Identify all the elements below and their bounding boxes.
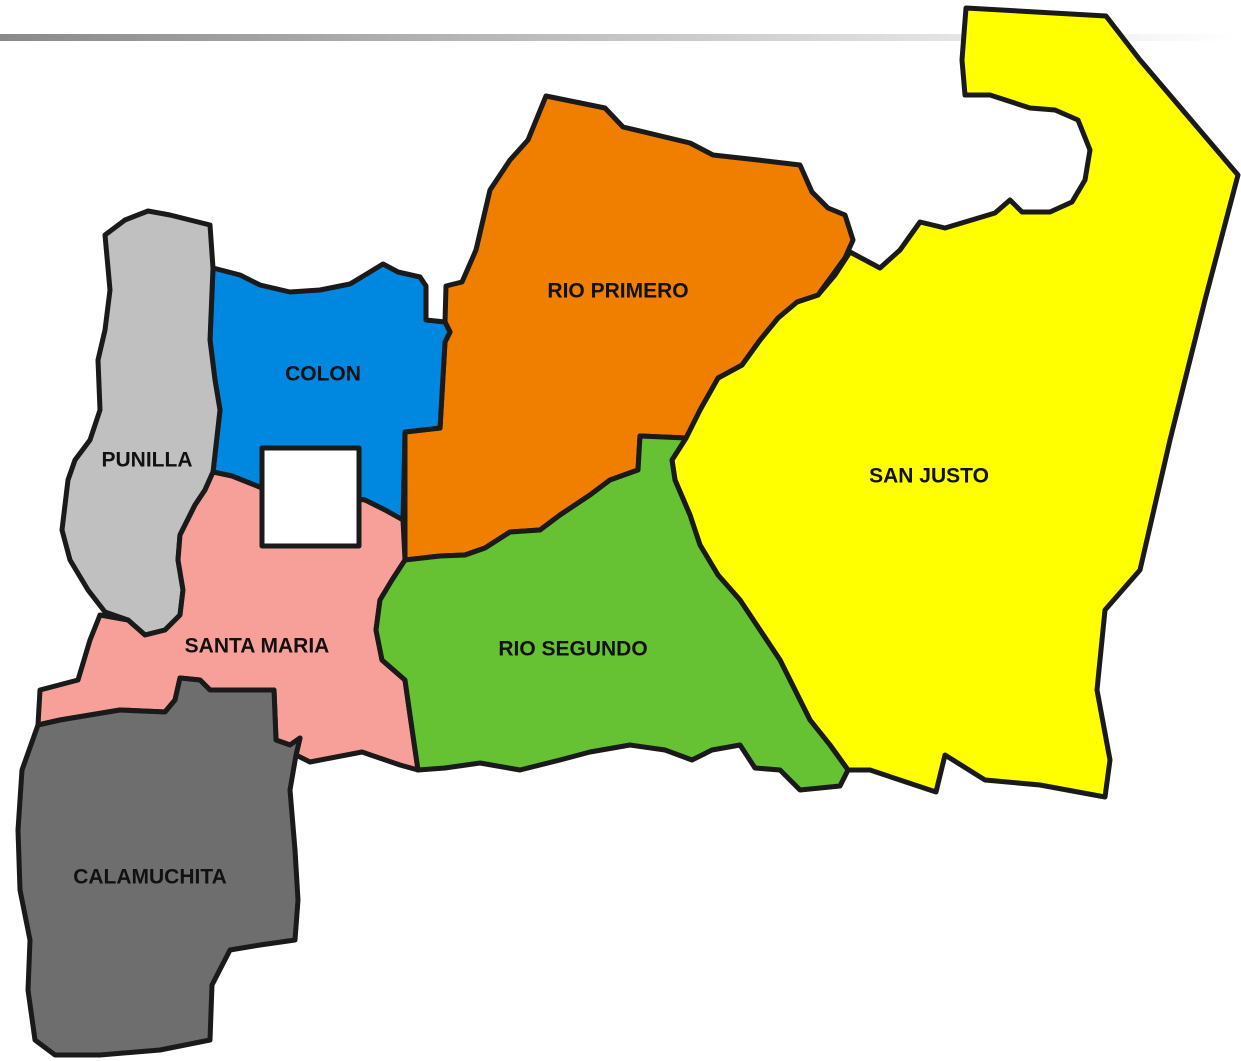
label-colon: COLON bbox=[285, 363, 361, 386]
label-rio-segundo: RIO SEGUNDO bbox=[498, 638, 647, 661]
label-rio-primero: RIO PRIMERO bbox=[547, 280, 688, 303]
label-punilla: PUNILLA bbox=[102, 449, 193, 472]
region-calamuchita[interactable] bbox=[15, 675, 303, 1058]
label-san-justo: SAN JUSTO bbox=[869, 465, 989, 488]
header-bar bbox=[0, 34, 1241, 41]
label-calamuchita: CALAMUCHITA bbox=[73, 866, 227, 889]
label-santa-maria: SANTA MARIA bbox=[185, 635, 330, 658]
region-capital bbox=[259, 445, 362, 549]
region-rio-segundo[interactable] bbox=[373, 433, 851, 793]
